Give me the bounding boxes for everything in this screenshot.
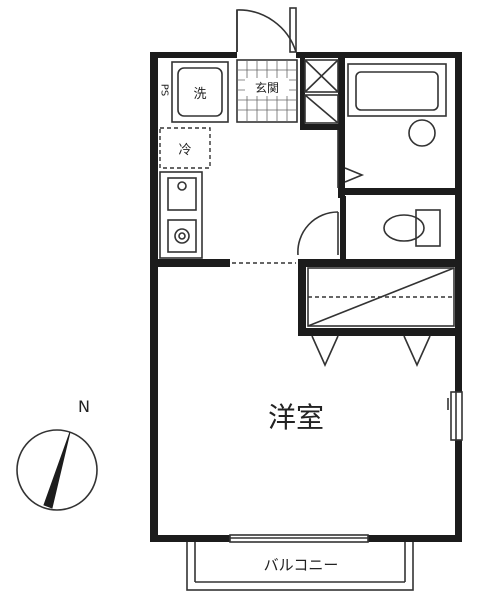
toilet [297,209,441,256]
balcony-sliding-door [229,534,369,543]
right-window [447,391,463,441]
entrance: 玄関 [236,7,298,123]
compass: N [16,397,98,511]
shoe-cabinet [304,59,339,124]
pipe-space: PS [159,84,170,96]
balcony: バルコニー [186,537,414,591]
kitchen-counter [159,171,203,259]
entrance-label: 玄関 [255,80,279,95]
pipe-space-label: PS [159,84,170,96]
compass-needle-icon [43,431,71,509]
western-room-label: 洋室 [268,401,324,434]
washer-label: 洗 [193,87,206,102]
balcony-label: バルコニー [264,556,339,574]
closet [307,267,455,367]
outer-walls [150,52,462,542]
washer-space: 洗 [171,61,229,123]
fridge-space: 冷 [159,127,211,169]
compass-north-label: N [78,397,90,416]
bathroom [337,63,447,188]
fridge-label: 冷 [178,143,191,158]
interior-walls [150,58,462,336]
